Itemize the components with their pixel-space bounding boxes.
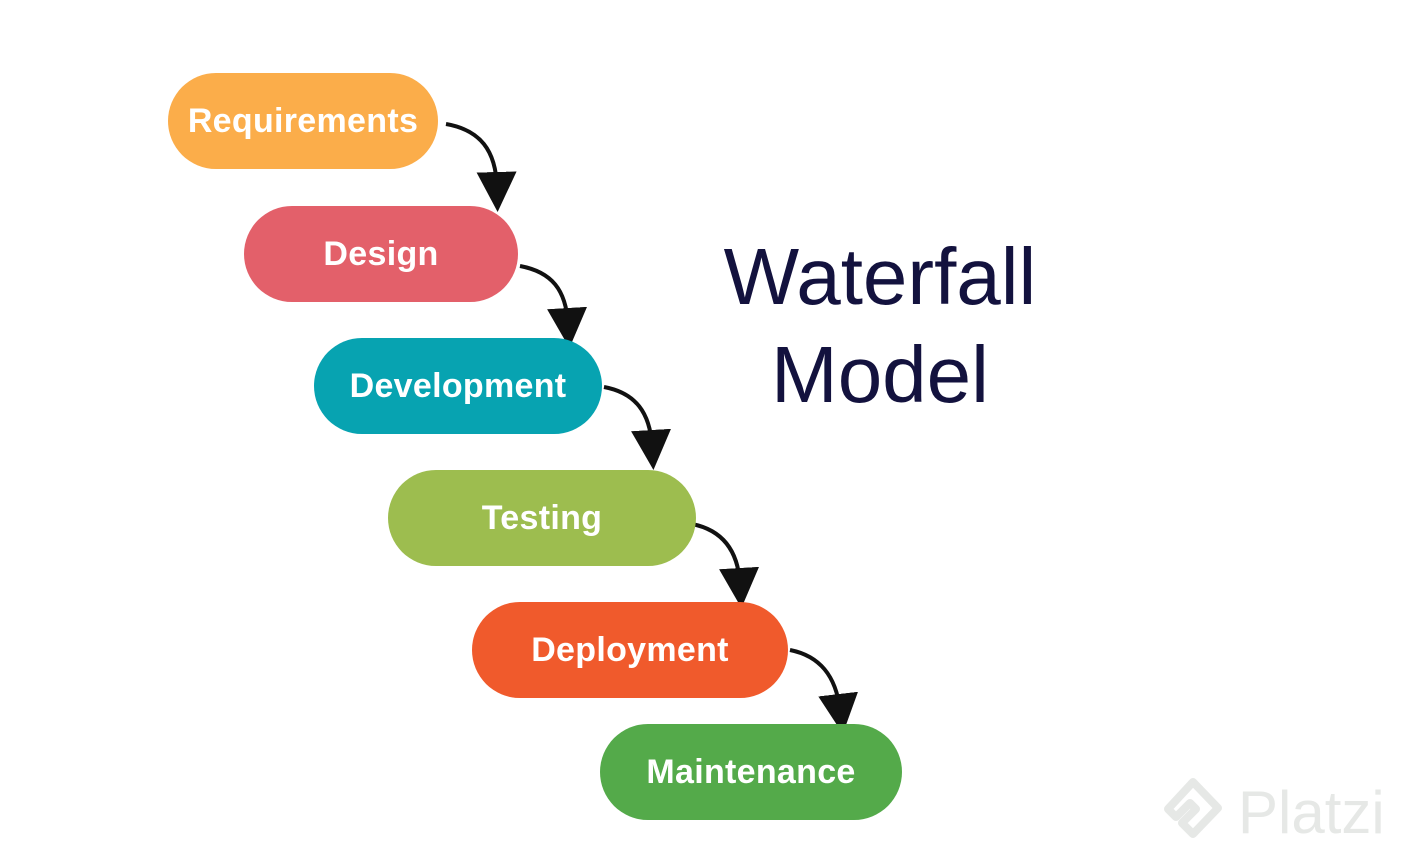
stage-maintenance: Maintenance xyxy=(600,724,902,820)
watermark-text: Platzi xyxy=(1238,778,1385,846)
stage-development: Development xyxy=(314,338,602,434)
arrow-development-to-testing xyxy=(603,385,671,470)
platzi-logo-icon xyxy=(1164,778,1222,838)
arrow-design-to-development xyxy=(519,264,588,348)
diagram-title: Waterfall Model xyxy=(690,228,1070,424)
title-line-2: Model xyxy=(771,330,989,419)
arrow-testing-to-deployment xyxy=(691,522,760,608)
title-line-1: Waterfall xyxy=(723,232,1037,321)
stage-requirements: Requirements xyxy=(168,73,438,169)
stage-testing: Testing xyxy=(388,470,696,566)
stage-deployment: Deployment xyxy=(472,602,788,698)
platzi-watermark: Platzi xyxy=(1160,772,1385,852)
stage-design: Design xyxy=(244,206,518,302)
arrow-requirements-to-design xyxy=(445,122,517,212)
arrow-deployment-to-maintenance xyxy=(789,648,858,734)
